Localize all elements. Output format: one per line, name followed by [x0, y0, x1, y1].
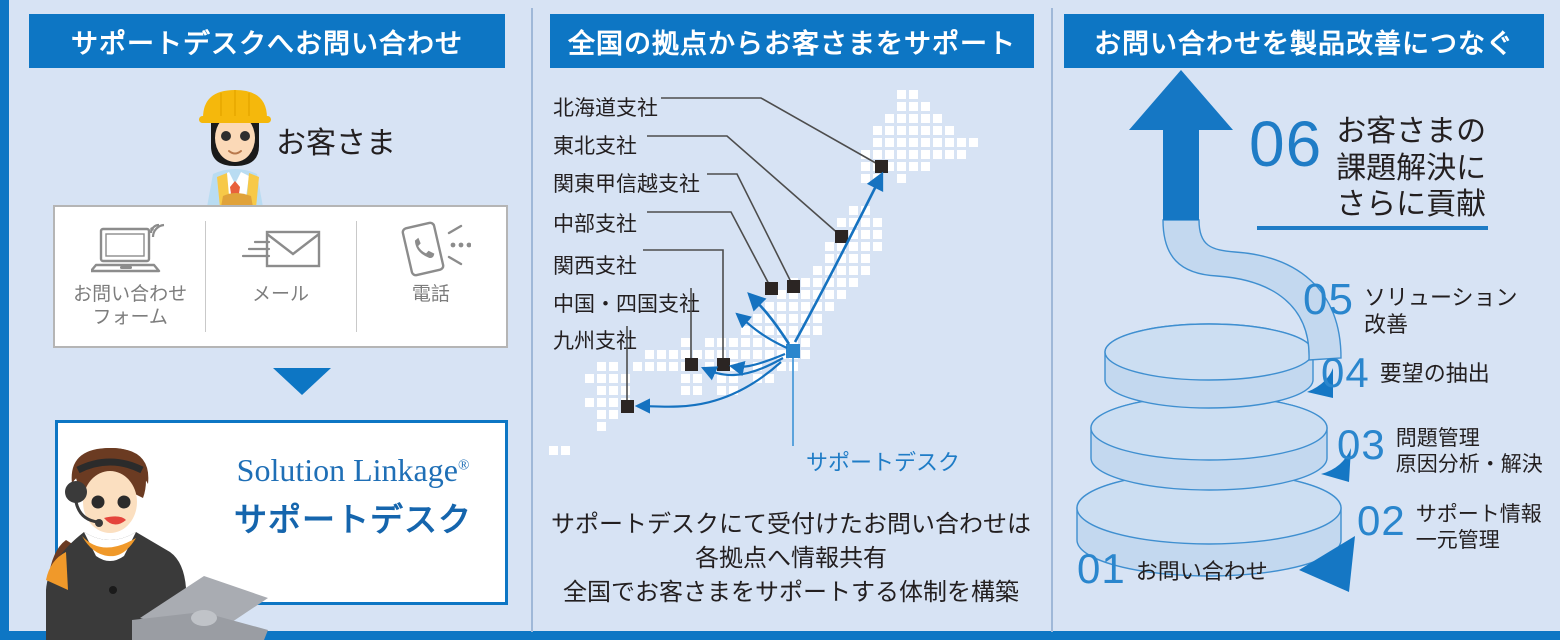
branch-label-tohoku: 東北支社 — [553, 135, 637, 158]
branch-label-kyushu: 九州支社 — [553, 330, 637, 353]
laptop-wifi-icon — [91, 219, 169, 279]
step-04-text: 要望の抽出 — [1379, 361, 1490, 386]
registered-mark: ® — [457, 457, 470, 474]
panel-right-header: お問い合わせを製品改善につなぐ — [1064, 14, 1544, 68]
branch-label-chubu: 中部支社 — [553, 213, 637, 236]
step-01-text: お問い合わせ — [1135, 559, 1268, 584]
branch-label-kanto: 関東甲信越支社 — [553, 173, 700, 196]
divider-middle-right — [1051, 8, 1053, 632]
step-06-line2: 課題解決に — [1336, 151, 1487, 185]
step-06-underline — [1257, 226, 1488, 230]
support-desk-map-label: サポートデスク — [806, 450, 961, 475]
panel-nationwide-branches: 全国の拠点からお客さまをサポート 北海道支社 東北支社 関東甲信越支社 中部支社… — [531, 0, 1051, 640]
step-05-line1: ソリューション — [1363, 285, 1518, 310]
step-01-number: 01 — [1077, 545, 1126, 592]
step-06-line3: さらに貢献 — [1336, 188, 1487, 222]
support-desk-marker — [786, 344, 800, 358]
step-06-number: 06 — [1249, 108, 1323, 180]
support-desk-subtitle: サポートデスク — [234, 501, 472, 538]
divider-left-middle — [531, 8, 533, 632]
panel-contact-support-desk: サポートデスクへお問い合わせ お客さま — [18, 0, 531, 640]
map-caption-line3: 全国でお客さまをサポートする体制を構築 — [563, 579, 1019, 607]
step-02-line2: 一元管理 — [1415, 529, 1500, 553]
support-desk-branding: Solution Linkage® サポートデスク — [208, 452, 498, 541]
branch-label-kansai: 関西支社 — [553, 255, 637, 278]
contact-method-phone[interactable]: 電話 — [355, 207, 506, 346]
step-03-number: 03 — [1337, 421, 1386, 468]
envelope-mail-icon — [237, 219, 323, 279]
brand-name: Solution Linkage — [236, 452, 458, 488]
branch-label-hokkaido: 北海道支社 — [553, 97, 658, 120]
step-06-line1: お客さまの — [1336, 115, 1487, 148]
step-02-text: サポート情報 一元管理 — [1416, 502, 1542, 554]
step-03: 03 問題管理 原因分析・解決 — [1337, 424, 1543, 478]
step-02-number: 02 — [1357, 497, 1406, 544]
upward-spiral-arrow — [1076, 70, 1355, 592]
contact-methods-box: お問い合わせ フォーム メール — [53, 205, 508, 348]
map-caption-line2: 各拠点へ情報共有 — [695, 545, 887, 573]
step-03-line2: 原因分析・解決 — [1395, 453, 1543, 477]
arrow-down-triangle-icon — [273, 368, 331, 395]
step-04-number: 04 — [1321, 349, 1370, 396]
panel-left-header: サポートデスクへお問い合わせ — [29, 14, 505, 68]
step-01: 01 お問い合わせ — [1077, 548, 1268, 590]
step-06: 06 お客さまの 課題解決に さらに貢献 — [1249, 112, 1486, 224]
headset-operator-avatar — [46, 448, 268, 640]
map-caption-line1: サポートデスクにて受付けたお問い合わせは — [551, 511, 1031, 538]
step-05-line2: 改善 — [1363, 312, 1408, 338]
step-02: 02 サポート情報 一元管理 — [1357, 500, 1542, 554]
step-02-line1: サポート情報 — [1415, 503, 1542, 526]
japan-dot-map — [549, 90, 978, 455]
step-04: 04 要望の抽出 — [1321, 352, 1490, 394]
contact-method-phone-label: 電話 — [411, 284, 450, 305]
contact-method-mail[interactable]: メール — [205, 207, 355, 346]
branch-label-chugoku: 中国・四国支社 — [553, 293, 700, 316]
panel-improvement-cycle: お問い合わせを製品改善につなぐ — [1051, 0, 1560, 640]
contact-form-line2: フォーム — [92, 307, 168, 329]
step-05-text: ソリューション 改善 — [1364, 284, 1518, 339]
step-05-number: 05 — [1303, 275, 1354, 324]
step-03-line1: 問題管理 — [1395, 427, 1480, 450]
contact-method-form[interactable]: お問い合わせ フォーム — [55, 207, 205, 346]
panel-middle-header: 全国の拠点からお客さまをサポート — [550, 14, 1034, 68]
map-caption: サポートデスクにて受付けたお問い合わせは 各拠点へ情報共有 全国でお客さまをサポ… — [541, 508, 1041, 610]
step-06-text: お客さまの 課題解決に さらに貢献 — [1336, 114, 1486, 224]
contact-method-form-label: お問い合わせ フォーム — [73, 283, 187, 329]
contact-method-mail-label: メール — [251, 284, 309, 305]
step-05: 05 ソリューション 改善 — [1303, 278, 1518, 339]
customer-label: お客さま — [276, 127, 396, 160]
worker-hardhat-avatar — [199, 90, 271, 218]
support-desk-brand: Solution Linkage® — [208, 452, 498, 489]
smartphone-call-icon — [391, 219, 471, 279]
contact-form-line1: お問い合わせ — [73, 284, 188, 305]
step-03-text: 問題管理 原因分析・解決 — [1396, 426, 1543, 478]
